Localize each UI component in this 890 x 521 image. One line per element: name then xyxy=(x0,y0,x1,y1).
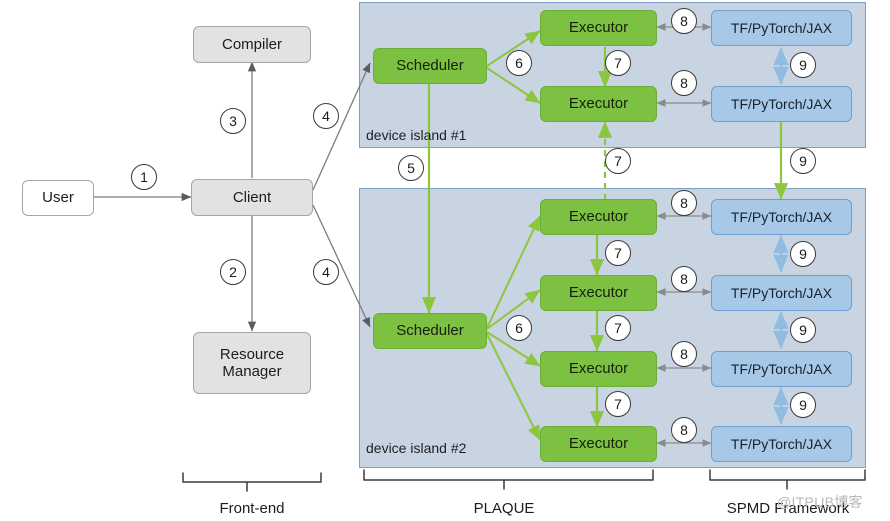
node-executor-2-4[interactable]: Executor xyxy=(540,426,657,462)
resource-manager-line-1: Resource xyxy=(219,345,285,363)
step-badge-8b: 8 xyxy=(671,70,697,96)
node-executor-2-1[interactable]: Executor xyxy=(540,199,657,235)
node-framework-1-2[interactable]: TF/PyTorch/JAX xyxy=(711,86,852,122)
step-badge-7c: 7 xyxy=(605,240,631,266)
group-caption-front-end: Front-end xyxy=(219,500,285,517)
node-executor-2-3[interactable]: Executor xyxy=(540,351,657,387)
group-caption-spmd: SPMD Framework xyxy=(726,500,850,517)
step-badge-9c: 9 xyxy=(790,241,816,267)
node-executor-1-1[interactable]: Executor xyxy=(540,10,657,46)
step-badge-8e: 8 xyxy=(671,341,697,367)
step-badge-9d: 9 xyxy=(790,317,816,343)
node-framework-1-1[interactable]: TF/PyTorch/JAX xyxy=(711,10,852,46)
node-framework-2-3[interactable]: TF/PyTorch/JAX xyxy=(711,351,852,387)
site-watermark: @ITPUB博客 xyxy=(777,494,863,510)
bracket-plaque xyxy=(363,469,654,490)
step-badge-9b: 9 xyxy=(790,148,816,174)
step-badge-8c: 8 xyxy=(671,190,697,216)
device-island-1-label: device island #1 xyxy=(366,127,467,143)
step-badge-4a: 4 xyxy=(313,103,339,129)
resource-manager-line-2: Manager xyxy=(222,363,282,380)
step-badge-8f: 8 xyxy=(671,417,697,443)
step-badge-6b: 6 xyxy=(506,315,532,341)
device-island-2-label: device island #2 xyxy=(366,440,467,456)
step-badge-9e: 9 xyxy=(790,392,816,418)
step-badge-3: 3 xyxy=(220,108,246,134)
node-resource-manager[interactable]: Resource Manager xyxy=(193,332,311,394)
node-executor-1-2[interactable]: Executor xyxy=(540,86,657,122)
node-compiler[interactable]: Compiler xyxy=(193,26,311,63)
step-badge-7d: 7 xyxy=(605,315,631,341)
step-badge-7e: 7 xyxy=(605,391,631,417)
node-executor-2-2[interactable]: Executor xyxy=(540,275,657,311)
node-user[interactable]: User xyxy=(22,180,94,216)
step-badge-5: 5 xyxy=(398,155,424,181)
group-caption-plaque: PLAQUE xyxy=(473,500,535,517)
step-badge-1: 1 xyxy=(131,164,157,190)
node-framework-2-1[interactable]: TF/PyTorch/JAX xyxy=(711,199,852,235)
step-badge-7a: 7 xyxy=(605,50,631,76)
bracket-spmd xyxy=(709,469,866,490)
step-badge-7b: 7 xyxy=(605,148,631,174)
node-framework-2-4[interactable]: TF/PyTorch/JAX xyxy=(711,426,852,462)
bracket-front-end xyxy=(182,472,322,492)
step-badge-8a: 8 xyxy=(671,8,697,34)
step-badge-6a: 6 xyxy=(506,50,532,76)
step-badge-8d: 8 xyxy=(671,266,697,292)
node-scheduler-island-1[interactable]: Scheduler xyxy=(373,48,487,84)
node-framework-2-2[interactable]: TF/PyTorch/JAX xyxy=(711,275,852,311)
step-badge-2: 2 xyxy=(220,259,246,285)
node-scheduler-island-2[interactable]: Scheduler xyxy=(373,313,487,349)
node-client[interactable]: Client xyxy=(191,179,313,216)
step-badge-9a: 9 xyxy=(790,52,816,78)
step-badge-4b: 4 xyxy=(313,259,339,285)
